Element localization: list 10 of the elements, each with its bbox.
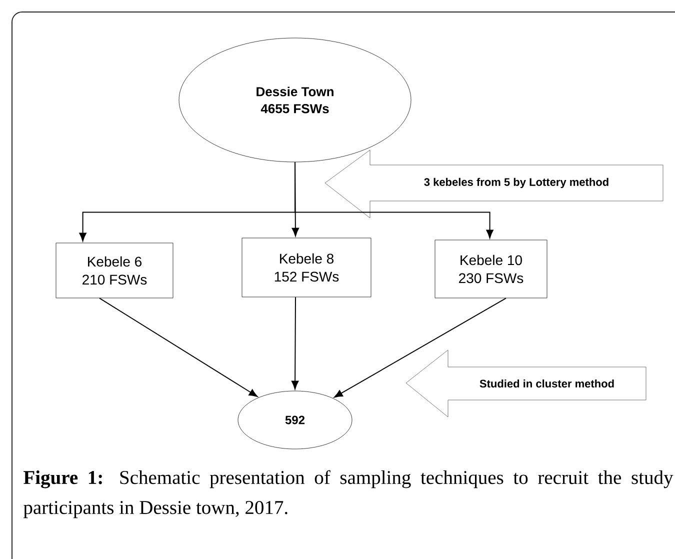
arrow bbox=[99, 298, 258, 397]
process-box: Kebele 8 152 FSWs bbox=[242, 238, 372, 298]
ellipse-node: Dessie Town 4655 FSWs bbox=[178, 38, 412, 162]
arrow bbox=[334, 298, 506, 398]
ellipse-node: 592 bbox=[238, 390, 352, 450]
process-box: Kebele 10 230 FSWs bbox=[434, 240, 548, 298]
caption: Figure 1: Schematic presentation of sampling techniques to recruit the study participants in Dessie town, 2017. bbox=[24, 470, 674, 518]
arrow bbox=[291, 296, 299, 390]
process-box: Kebele 6 210 FSWs bbox=[56, 242, 174, 298]
arrow bbox=[294, 162, 494, 238]
